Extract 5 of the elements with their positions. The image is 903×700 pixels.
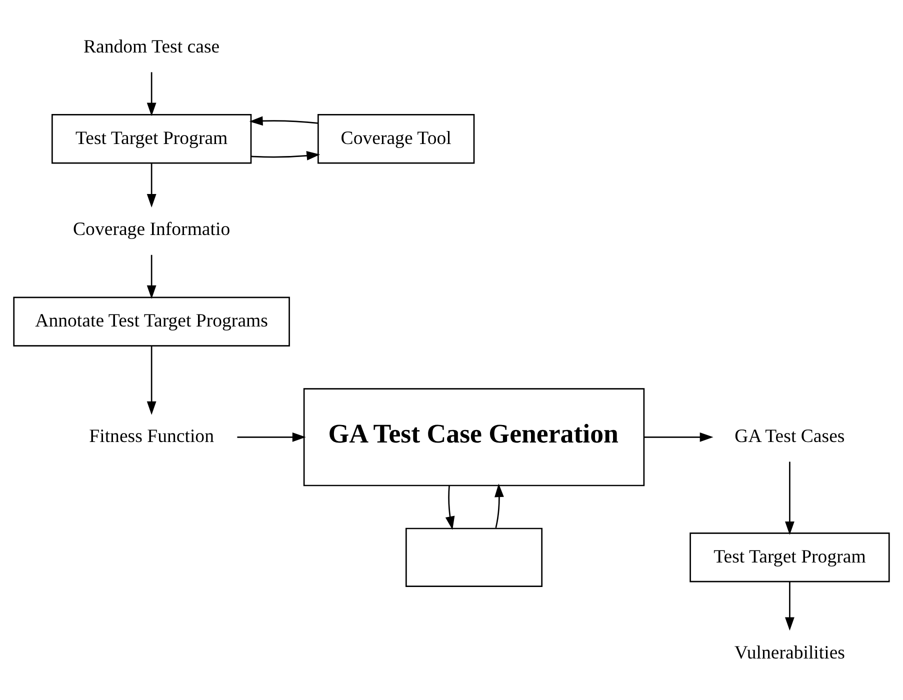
- node-text: Coverage Informatio: [73, 218, 230, 240]
- node-text: Vulnerabilities: [734, 642, 846, 663]
- node-text: Random Test case: [84, 36, 220, 58]
- node-text: Fitness Function: [89, 426, 214, 447]
- node-text: GA Test Cases: [734, 426, 845, 447]
